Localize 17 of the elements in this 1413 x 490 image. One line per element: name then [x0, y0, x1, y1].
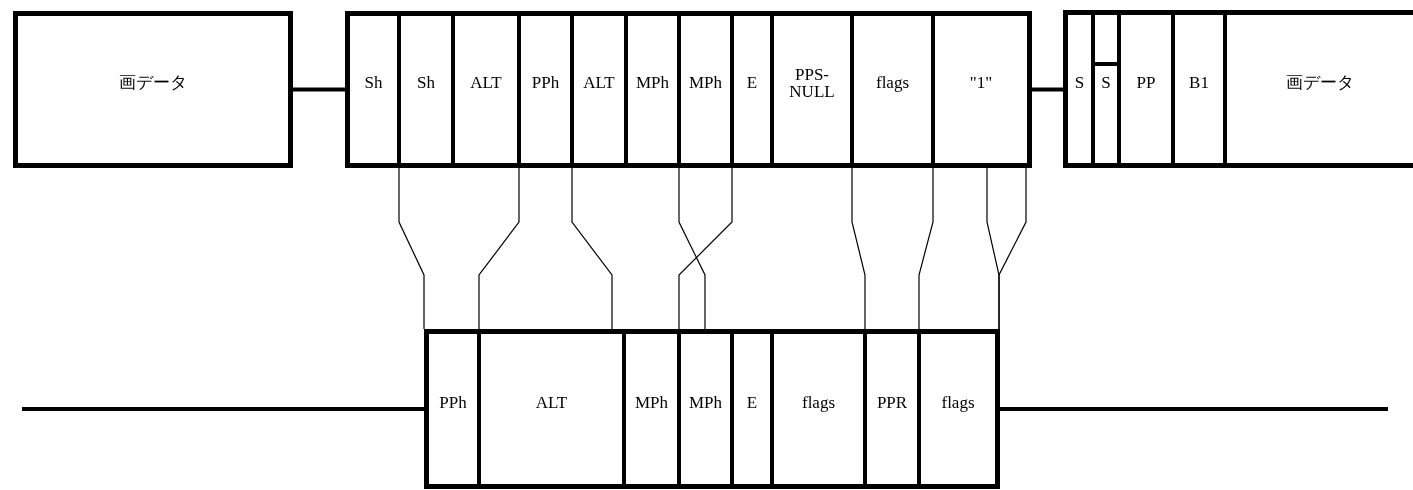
packet-box: [1063, 10, 1413, 168]
mapping-line: [918, 167, 934, 330]
mapping-line: [398, 167, 425, 330]
packet-box: [345, 11, 1032, 168]
mapping-line: [478, 167, 520, 330]
field-cell: S: [1091, 15, 1117, 163]
mapping-line: [851, 167, 866, 330]
mapping-line: [998, 167, 1027, 330]
connector-line: [22, 407, 424, 411]
packet-box: [424, 329, 1000, 489]
connector-line: [293, 87, 345, 92]
data-box: 画データ: [13, 11, 293, 168]
mapping-line: [678, 167, 733, 330]
connector-line: [1032, 87, 1063, 92]
mapping-line: [678, 167, 706, 330]
connector-line: [1000, 407, 1388, 411]
mapping-line: [571, 167, 613, 330]
